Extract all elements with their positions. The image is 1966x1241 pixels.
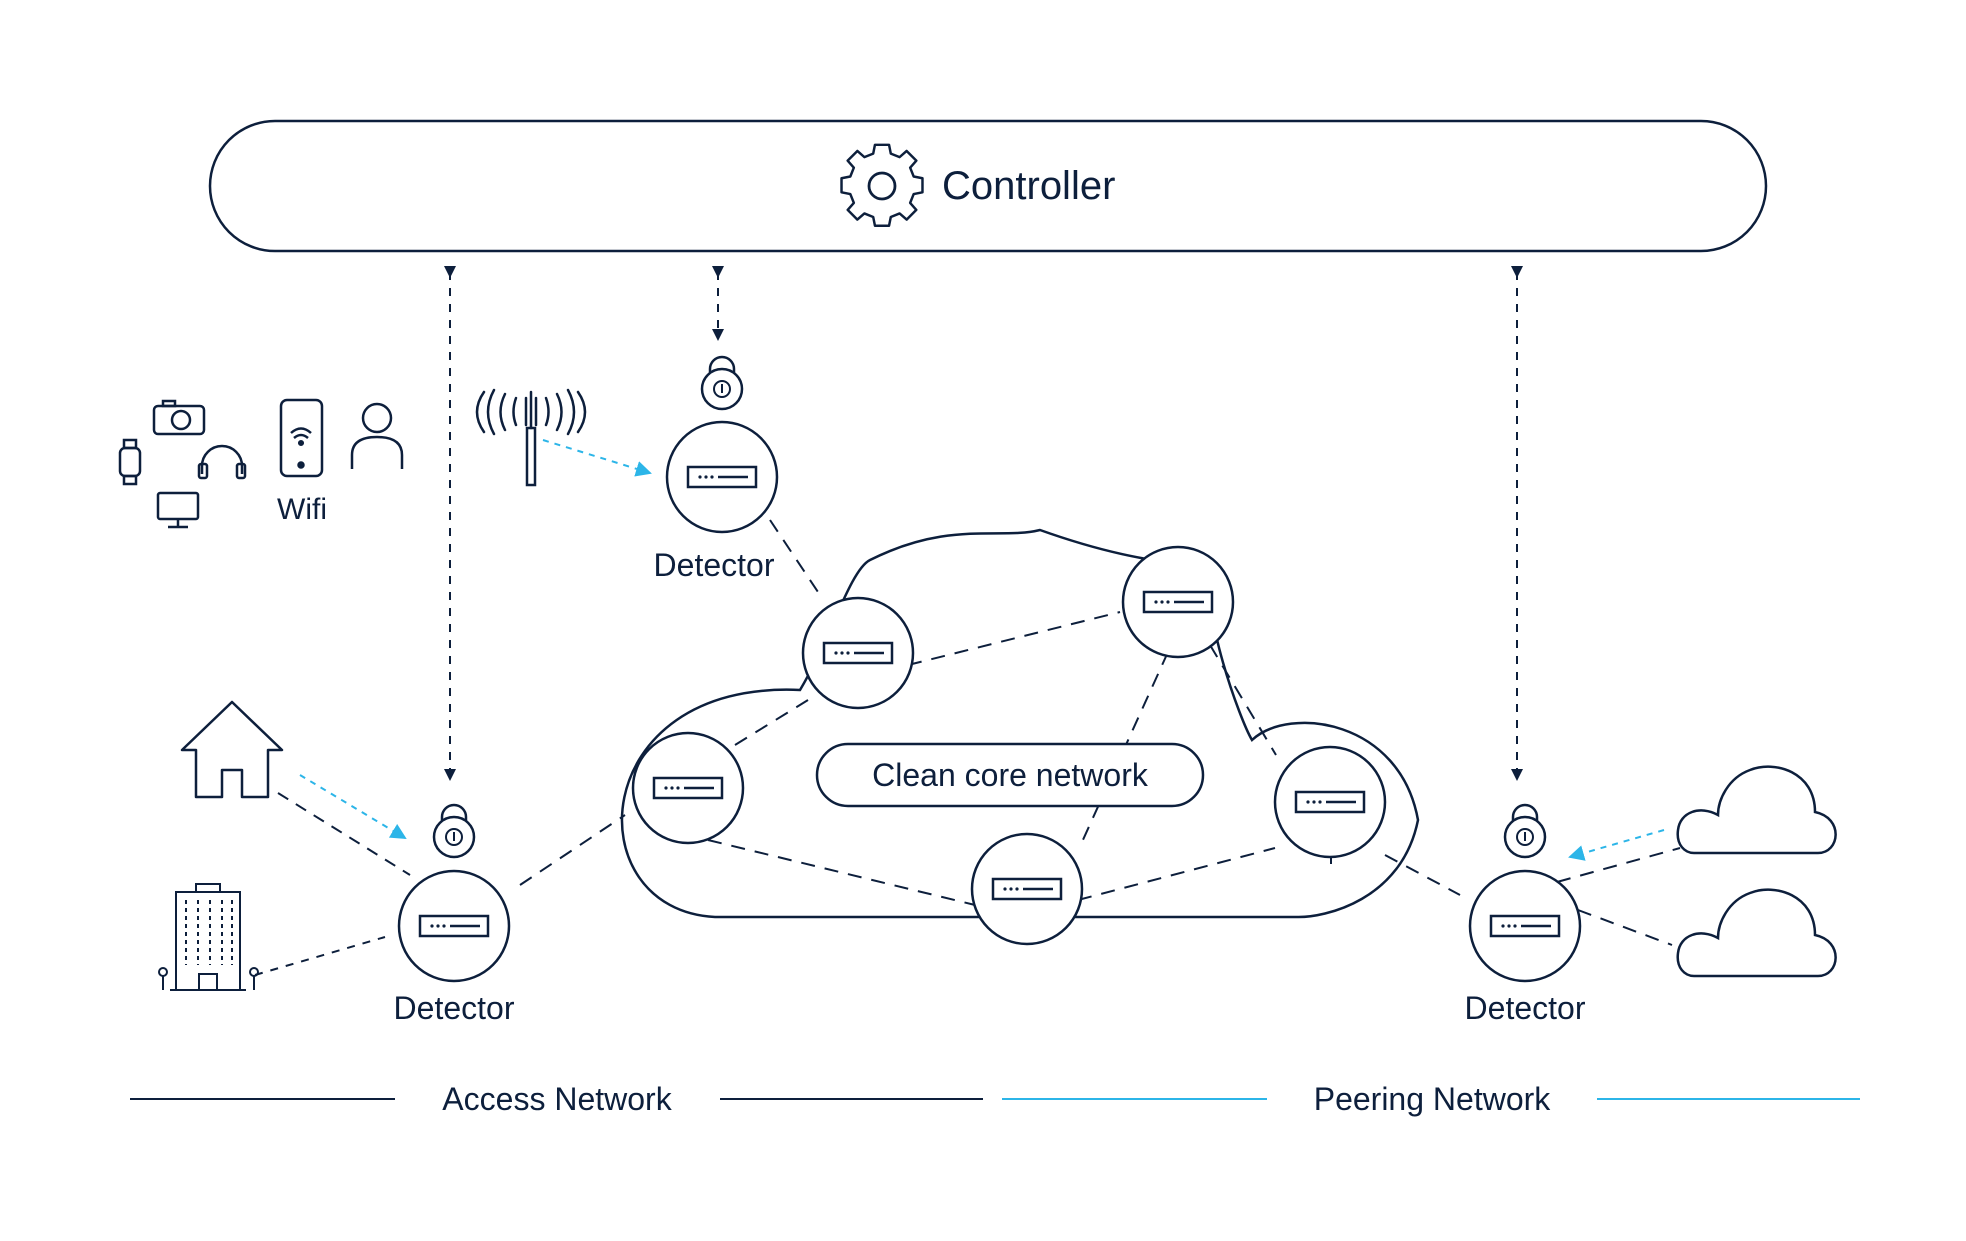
peering-network-label: Peering Network [1314, 1081, 1552, 1117]
lock-icon [700, 355, 744, 411]
detector-middle-label: Detector [654, 547, 775, 583]
cloud-icon [1676, 765, 1837, 855]
access-links [254, 439, 652, 976]
detector-left-label: Detector [394, 990, 515, 1026]
core-links [519, 519, 1461, 906]
detector-right-label: Detector [1465, 990, 1586, 1026]
core-label: Clean core network [872, 757, 1149, 793]
controller-links [444, 266, 1523, 781]
controller-box: Controller [208, 119, 1768, 253]
detector-right: Detector [1465, 803, 1586, 1026]
person-icon [350, 402, 404, 469]
access-network-divider: Access Network [130, 1081, 983, 1117]
building-icon [158, 883, 259, 991]
detector-middle: Detector [654, 355, 779, 583]
core-label-box: Clean core network [815, 742, 1205, 808]
antenna-icon [475, 388, 587, 487]
core-node [970, 832, 1084, 946]
lock-icon [432, 803, 476, 859]
gear-icon [840, 143, 924, 227]
monitor-icon [156, 491, 200, 529]
wifi-label: Wifi [277, 493, 327, 526]
core-node [1121, 545, 1235, 659]
controller-label: Controller [942, 164, 1115, 208]
cloud-icon [1676, 888, 1837, 978]
camera-icon [152, 399, 206, 436]
detector-left: Detector [394, 803, 515, 1026]
house-icon [180, 700, 284, 799]
core-cloud [620, 528, 1420, 919]
headphones-icon [197, 444, 247, 480]
core-node [631, 731, 745, 845]
peering-network-divider: Peering Network [1002, 1081, 1860, 1117]
access-network-label: Access Network [442, 1081, 672, 1117]
peering-links [1556, 829, 1681, 946]
core-node [1273, 745, 1387, 859]
lock-icon [1503, 803, 1547, 859]
smartphone-icon [279, 398, 324, 478]
core-node [801, 596, 915, 710]
smartwatch-icon [118, 438, 142, 486]
